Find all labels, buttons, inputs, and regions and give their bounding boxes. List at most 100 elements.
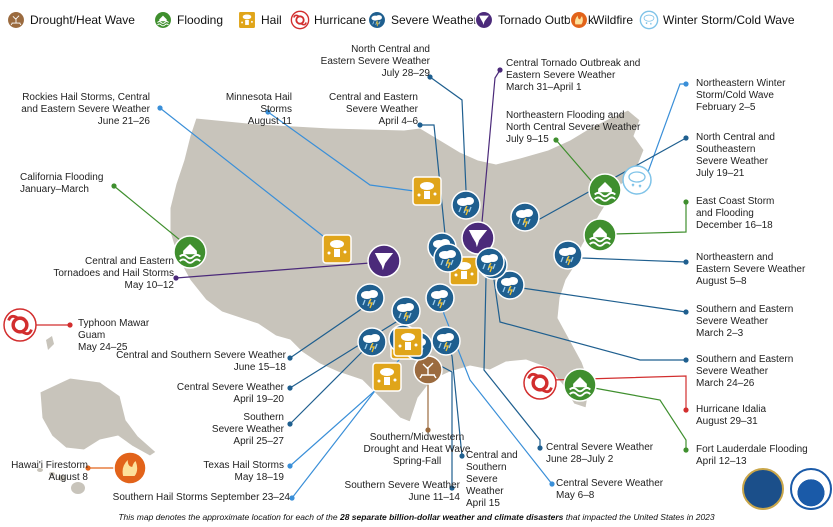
leader-dot: [683, 259, 689, 265]
legend-label: Wildfire: [593, 13, 634, 27]
leader-dot: [85, 465, 91, 471]
severe-icon: [357, 327, 387, 357]
event-label-northeastern-eastern: Northeastern and Eastern Severe Weather …: [696, 252, 806, 287]
legend-item-drought: Drought/Heat Wave: [6, 10, 135, 30]
winter-icon: [622, 165, 652, 195]
winter-storm-icon: [639, 10, 659, 30]
event-label-southern-april25: Southern Severe Weather April 25–27: [211, 412, 284, 447]
leader-dot: [427, 74, 433, 80]
legend-label: Severe Weather: [391, 13, 478, 27]
legend-item-flooding: Flooding: [153, 10, 223, 30]
severe-weather-icon: [367, 10, 387, 30]
flood-icon: [583, 218, 617, 252]
hurricane-icon: [523, 366, 557, 400]
leader-dot: [287, 463, 293, 469]
legend-item-wildfire: Wildfire: [569, 10, 633, 30]
legend-item-severe-weather: Severe Weather: [367, 10, 478, 30]
event-label-central-southern-june: Central and Southern Severe Weather June…: [116, 350, 286, 373]
event-label-hawaii-firestorm: Hawai'i Firestorm August 8: [11, 460, 88, 483]
leader-dot: [289, 495, 295, 501]
leader-dot: [287, 421, 293, 427]
legend-item-hail: Hail: [237, 10, 282, 30]
event-label-california-flooding: California Flooding January–March: [20, 172, 104, 195]
event-label-southern-eastern-march24: Southern and Eastern Severe Weather Marc…: [696, 354, 794, 389]
guam-island: [46, 336, 54, 350]
event-label-drought: Southern/Midwestern Drought and Heat Wav…: [363, 432, 471, 467]
leader-dot: [549, 481, 555, 487]
caption-text: This map denotes the approximate locatio…: [118, 512, 340, 522]
hail-icon: [237, 10, 257, 30]
legend-item-hurricane: Hurricane: [290, 10, 366, 30]
event-label-north-central-southeastern: North Central and Southeastern Severe We…: [696, 132, 775, 179]
hail-icon: [412, 176, 442, 206]
leader-dot: [417, 122, 423, 128]
leader-dot: [287, 355, 293, 361]
event-label-central-tornado-outbreak: Central Tornado Outbreak and Eastern Sev…: [506, 58, 641, 93]
tornado-icon: [461, 221, 495, 255]
leader-dot: [537, 445, 543, 451]
caption: This map denotes the approximate locatio…: [0, 512, 833, 522]
leader-dot: [683, 447, 689, 453]
leader-dot: [67, 322, 73, 328]
legend-label: Drought/Heat Wave: [30, 13, 135, 27]
leader-dot: [425, 427, 431, 433]
legend: Drought/Heat Wave Flooding Hail Hurrican…: [0, 0, 833, 40]
flood-icon: [563, 368, 597, 402]
leader-dot: [683, 81, 689, 87]
tornado-icon: [367, 244, 401, 278]
event-label-central-april19: Central Severe Weather April 19–20: [176, 382, 284, 405]
event-label-northeastern-winter: Northeastern Winter Storm/Cold Wave Febr…: [696, 78, 786, 113]
severe-icon: [425, 283, 455, 313]
leader-line-northeastern-eastern: [567, 254, 687, 263]
leader-dot: [449, 485, 455, 491]
legend-label: Flooding: [177, 13, 224, 27]
severe-icon: [451, 190, 481, 220]
wildfire-icon: [113, 451, 147, 485]
leader-dot: [683, 407, 689, 413]
severe-icon: [553, 240, 583, 270]
severe-icon: [510, 202, 540, 232]
event-label-hurricane-idalia: Hurricane Idalia August 29–31: [696, 404, 767, 427]
hurricane-icon: [290, 10, 310, 30]
leader-dot: [683, 309, 689, 315]
hail-icon: [372, 362, 402, 392]
event-label-minnesota-hail: Minnesota Hail Storms August 11: [225, 92, 292, 127]
event-label-central-may6: Central Severe Weather May 6–8: [556, 478, 664, 501]
leader-dot: [287, 385, 293, 391]
event-label-east-coast-flooding: East Coast Storm and Flooding December 1…: [696, 196, 775, 231]
event-label-central-june28: Central Severe Weather June 28–July 2: [546, 442, 654, 465]
leader-dot: [553, 137, 559, 143]
flood-icon: [173, 235, 207, 269]
noaa-logo: [790, 468, 832, 510]
event-label-fort-lauderdale: Fort Lauderdale Flooding April 12–13: [696, 444, 808, 467]
caption-text-end: that impacted the United States in 2023: [563, 512, 715, 522]
severe-icon: [355, 283, 385, 313]
leader-dot: [265, 109, 271, 115]
legend-label: Hail: [261, 13, 282, 27]
severe-icon: [391, 296, 421, 326]
legend-item-winter-storm: Winter Storm/Cold Wave: [639, 10, 795, 30]
leader-dot: [157, 105, 163, 111]
severe-icon: [431, 326, 461, 356]
hurricane-icon: [3, 308, 37, 342]
legend-label: Tornado Outbreak: [498, 13, 595, 27]
leader-dot: [683, 135, 689, 141]
event-label-central-southern-april15: Central and Southern Severe Weather Apri…: [466, 450, 518, 509]
flooding-icon: [153, 10, 173, 30]
event-label-rockies-hail: Rockies Hail Storms, Central and Eastern…: [21, 92, 150, 127]
legend-item-tornado: Tornado Outbreak: [474, 10, 594, 30]
drought-icon: [6, 10, 26, 30]
event-label-southern-june11: Southern Severe Weather June 11–14: [344, 480, 460, 503]
event-label-southern-eastern-march2: Southern and Eastern Severe Weather Marc…: [696, 304, 794, 339]
legend-label: Winter Storm/Cold Wave: [663, 13, 795, 27]
severe-icon: [495, 270, 525, 300]
leader-dot: [497, 67, 503, 73]
wildfire-icon: [569, 10, 589, 30]
tornado-icon: [474, 10, 494, 30]
leader-dot: [173, 275, 179, 281]
event-label-central-eastern-tornadoes: Central and Eastern Tornadoes and Hail S…: [53, 256, 174, 291]
leader-dot: [111, 183, 117, 189]
caption-bold: 28 separate billion-dollar weather and c…: [339, 512, 564, 522]
leader-dot: [683, 199, 689, 205]
